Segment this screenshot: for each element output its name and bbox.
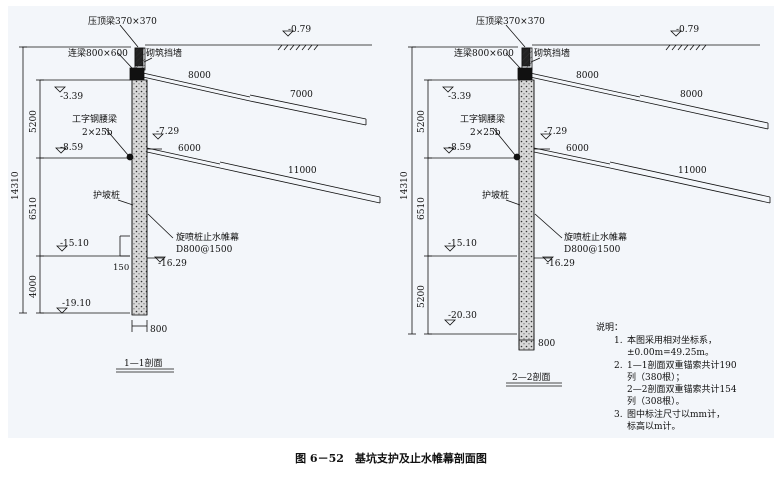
elev-marker	[56, 245, 68, 252]
section-2-title: 2—2剖面	[512, 371, 550, 383]
section-1-title: 1—1剖面	[124, 357, 162, 369]
elev-marker	[444, 245, 456, 252]
note-2-num: 2.	[614, 361, 623, 371]
pile	[131, 79, 148, 316]
curtain-label: 旋喷桩止水帷幕	[176, 231, 239, 243]
top-beam-label: 压顶梁370×370	[476, 15, 545, 27]
elev-top: -0.79	[676, 25, 699, 35]
dim-b: 6510	[29, 197, 39, 220]
brick-wall-label: 砌筑挡墙	[534, 47, 570, 59]
anchor2-free: 6000	[178, 144, 201, 154]
anchor1-bond: 7000	[290, 90, 313, 100]
waler-label: 工字钢腰梁	[72, 113, 117, 125]
note-2-line2: 列（380根）；	[627, 371, 685, 383]
curtain-spec: D800@1500	[564, 245, 621, 255]
pile-width: 800	[538, 339, 555, 349]
anchor2-bond: 11000	[678, 166, 707, 176]
anchor1-free: 8000	[188, 71, 211, 81]
ground-hatch-left	[277, 44, 319, 51]
elev-marker	[154, 256, 166, 263]
anchor1-free: 8000	[576, 71, 599, 81]
pile	[518, 79, 535, 351]
note-3-line2: 标高以m计。	[627, 420, 681, 432]
elev-marker	[54, 86, 66, 93]
elev-5: -16.29	[546, 259, 575, 269]
anchor2-free: 6000	[566, 144, 589, 154]
dim-c: 5200	[417, 285, 427, 308]
elev-marker	[540, 133, 552, 140]
link-beam	[517, 67, 533, 81]
section-1-1-labels: 压顶梁370×370 连梁800×600 砌筑挡墙 -0.79 8000 700…	[11, 15, 317, 369]
elev-4: -15.10	[448, 239, 477, 249]
dim-b: 6510	[417, 197, 427, 220]
ground-hatch-right	[665, 44, 707, 51]
waler-spec: 2×25b	[470, 128, 501, 138]
brick-wall-label: 砌筑挡墙	[146, 47, 182, 59]
elev-top: -0.79	[288, 25, 311, 35]
figure-caption: 图 6－52 基坑支护及止水帷幕剖面图	[295, 451, 487, 465]
dim-total: 14310	[400, 171, 410, 200]
waler-2	[513, 153, 521, 161]
elev-5: -16.29	[158, 259, 187, 269]
elev-marker	[542, 256, 554, 263]
curtain-spec: D800@1500	[176, 245, 233, 255]
elev-4: -15.10	[60, 239, 89, 249]
note-1-num: 1.	[614, 336, 623, 346]
elev-2: -7.29	[544, 127, 567, 137]
dim-150: 150	[113, 263, 129, 273]
elev-marker	[444, 319, 456, 326]
note-3-num: 3.	[614, 410, 623, 420]
waler-label: 工字钢腰梁	[460, 113, 505, 125]
pile-label: 护坡桩	[93, 189, 120, 201]
top-beam-label: 压顶梁370×370	[88, 15, 157, 27]
anchor1-bond: 8000	[680, 90, 703, 100]
notes: 说明： 1. 本图采用相对坐标系， ±0.00m=49.25m。 2. 1—1剖…	[596, 321, 737, 432]
curtain-label: 旋喷桩止水帷幕	[564, 231, 627, 243]
link-beam	[129, 67, 145, 81]
elev-1: -3.39	[60, 92, 83, 102]
elev-3: -8.59	[60, 143, 83, 153]
section-2-2-labels: 压顶梁370×370 连梁800×600 砌筑挡墙 -0.79 8000 800…	[400, 15, 707, 383]
pile-label: 护坡桩	[482, 189, 509, 201]
dim-a: 5200	[417, 110, 427, 133]
elev-marker	[282, 30, 294, 37]
elev-marker	[55, 147, 67, 154]
elev-6: -20.30	[448, 311, 477, 321]
brick-wall	[521, 47, 533, 71]
note-1-line1: 本图采用相对坐标系，	[627, 334, 717, 346]
dim-c: 4000	[29, 275, 39, 298]
waler-spec: 2×25b	[82, 128, 113, 138]
link-beam-label: 连梁800×600	[68, 47, 128, 59]
elev-3: -8.59	[448, 143, 471, 153]
elev-marker	[56, 307, 68, 314]
note-2-line3: 2—2剖面双重锚索共计154	[627, 383, 737, 395]
elev-6: -19.10	[62, 299, 91, 309]
pile-width: 800	[150, 325, 167, 335]
anchor2-bond: 11000	[288, 166, 317, 176]
elev-2: -7.29	[156, 127, 179, 137]
section-1-1	[19, 24, 381, 373]
notes-heading: 说明：	[596, 321, 623, 333]
note-2-line1: 1—1剖面双重锚索共计190	[627, 359, 737, 371]
note-3-line1: 图中标注尺寸以mm计，	[627, 408, 725, 420]
brick-wall	[134, 47, 146, 71]
dim-a: 5200	[29, 110, 39, 133]
link-beam-label: 连梁800×600	[454, 47, 514, 59]
dim-total: 14310	[11, 171, 21, 200]
elev-1: -3.39	[448, 92, 471, 102]
waler-1	[126, 153, 134, 161]
elev-marker	[443, 147, 455, 154]
section-2-2	[408, 24, 771, 387]
note-2-line4: 列（308根）。	[627, 395, 685, 407]
note-1-line2: ±0.00m=49.25m。	[627, 348, 714, 358]
elev-marker	[152, 133, 164, 140]
elev-marker	[670, 30, 682, 37]
elev-marker	[442, 86, 454, 93]
